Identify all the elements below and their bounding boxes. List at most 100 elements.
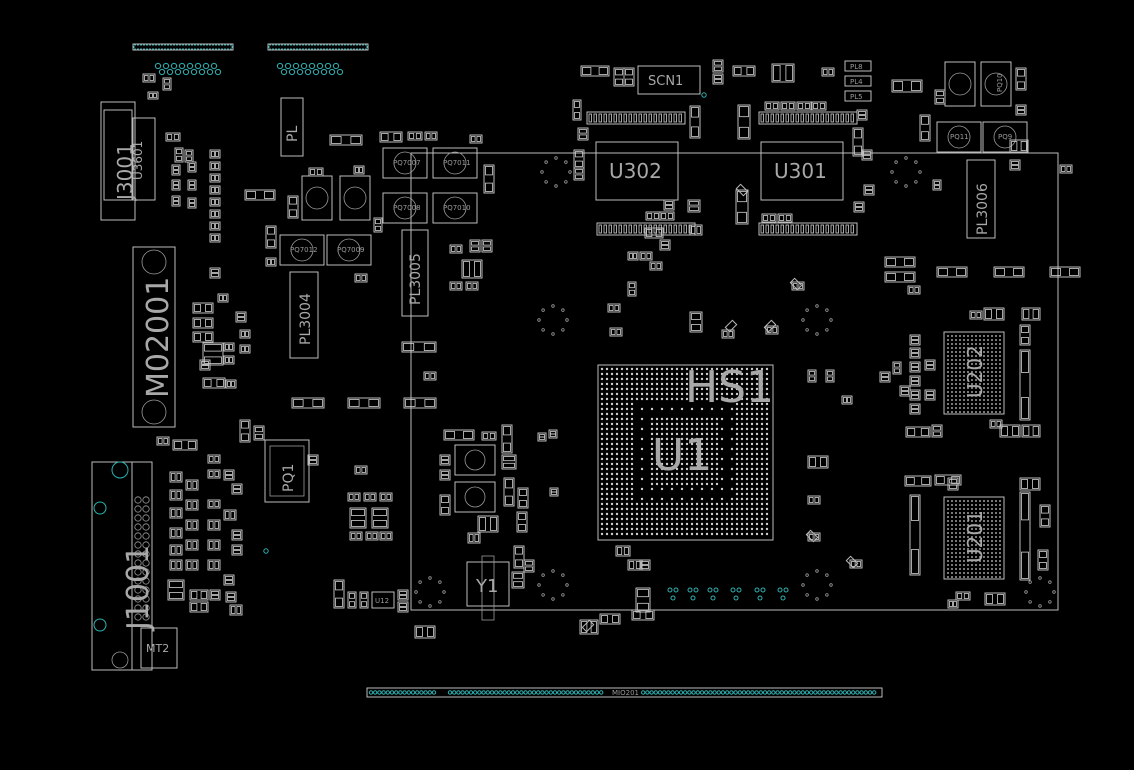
chip-ball — [951, 411, 953, 413]
smd-pad — [176, 155, 182, 161]
smd-pad — [189, 199, 195, 203]
smd-pad — [171, 509, 176, 517]
smd-part — [909, 403, 921, 415]
bga-ball — [675, 387, 679, 391]
bga-ball — [695, 457, 699, 461]
bga-ball — [635, 517, 639, 521]
smd-pad — [963, 593, 969, 599]
bga-ball — [705, 417, 709, 421]
chip-ball — [979, 500, 981, 502]
hole-dot — [554, 156, 558, 160]
bga-ball — [625, 437, 629, 441]
bga-ball — [730, 512, 734, 516]
rotated-part — [789, 277, 803, 291]
smd-pad — [237, 317, 245, 321]
smd-pad — [691, 107, 699, 118]
chip-ball — [987, 552, 989, 554]
smd-pad — [204, 379, 212, 387]
smd-pad — [881, 377, 889, 381]
pin — [835, 113, 839, 123]
chip-ball — [971, 367, 973, 369]
hole-dot — [551, 569, 555, 573]
connector-via — [154, 62, 162, 70]
pin — [850, 113, 854, 123]
chip-ball — [999, 391, 1001, 393]
chip-ball — [991, 572, 993, 574]
smd-pad — [204, 344, 222, 352]
smd-pad — [176, 561, 181, 569]
smd-pad — [456, 283, 461, 289]
chip-ball — [967, 379, 969, 381]
smd-pad — [167, 134, 173, 140]
bga-ball — [605, 437, 609, 441]
bga-ball — [745, 387, 749, 391]
bga-ball — [725, 507, 729, 511]
bga-ball — [715, 432, 719, 436]
smd-part — [1019, 324, 1031, 346]
connector-via — [582, 690, 587, 695]
chip-ball — [999, 351, 1001, 353]
bga-ball — [725, 512, 729, 516]
bga-ball — [730, 497, 734, 501]
smd-pad — [289, 209, 297, 217]
smd-pad — [211, 211, 215, 217]
smd-pad — [575, 151, 583, 158]
bga-ball — [610, 502, 614, 506]
bga-ball — [740, 457, 744, 461]
bga-ball — [695, 387, 699, 391]
chip-ball — [975, 504, 977, 506]
smd-part — [934, 89, 946, 105]
bga-ball — [745, 452, 749, 456]
connector-via — [834, 690, 839, 695]
connector-via — [578, 690, 583, 695]
smd-pad — [209, 521, 214, 529]
chip-ball — [991, 548, 993, 550]
chip-ball — [971, 532, 973, 534]
bga-ball — [730, 532, 734, 536]
smd-pad — [513, 581, 523, 587]
smd-pad — [614, 305, 619, 311]
smd-pad — [894, 363, 900, 368]
connector-via — [336, 68, 344, 76]
bga-ball — [625, 367, 629, 371]
pq7011-label: PQ7011 — [443, 159, 471, 167]
chip-ball — [959, 351, 961, 353]
smd-part — [209, 209, 221, 219]
smd-part — [207, 454, 221, 464]
chip-ball — [979, 343, 981, 345]
bga-ball — [670, 392, 674, 396]
bga-ball — [720, 457, 724, 461]
bga-ball — [720, 532, 724, 536]
bga-ball — [665, 507, 669, 511]
bga-ball — [680, 427, 684, 431]
chip-ball — [955, 572, 957, 574]
hole-dot — [825, 308, 829, 312]
bga-ball — [680, 502, 684, 506]
smd-part — [805, 529, 819, 543]
smd-pad — [201, 365, 209, 369]
chip-ball — [955, 548, 957, 550]
bga-ball — [660, 467, 664, 471]
via — [693, 587, 699, 593]
chip-ball — [959, 367, 961, 369]
smd-pad — [215, 211, 219, 217]
chip-ball — [995, 411, 997, 413]
smd-part — [907, 285, 921, 295]
smd-pad — [936, 91, 944, 97]
bga-ball — [640, 457, 644, 461]
bga-ball — [670, 372, 674, 376]
bga-ball — [765, 392, 769, 396]
bga-ball — [650, 382, 654, 386]
chip-ball — [967, 560, 969, 562]
pin — [608, 113, 612, 123]
bga-ball — [680, 367, 684, 371]
bga-ball — [655, 522, 659, 526]
smd-pad — [911, 367, 919, 371]
bga-ball — [720, 512, 724, 516]
smd-pad — [350, 136, 361, 144]
smd-pad — [804, 103, 810, 109]
smd-pad — [225, 357, 229, 363]
smd-part — [639, 559, 651, 571]
chip-ball — [955, 403, 957, 405]
hole-dot — [438, 600, 442, 604]
